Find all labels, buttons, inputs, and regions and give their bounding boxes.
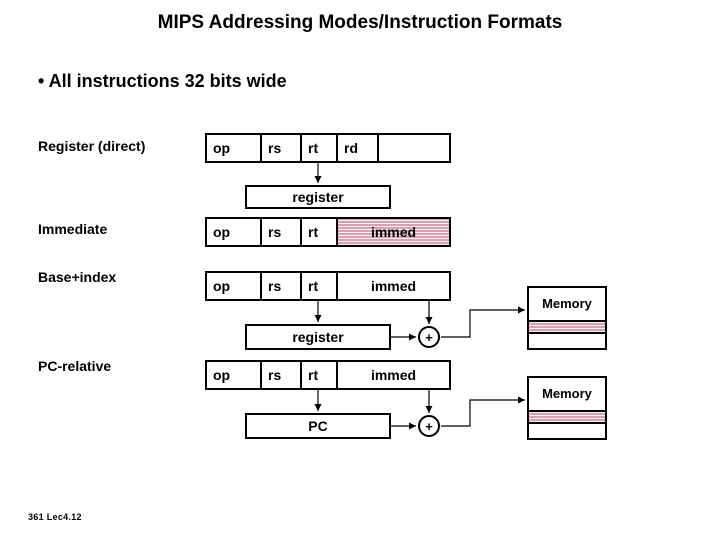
row-label-pc-relative: PC-relative	[38, 358, 112, 374]
annotation-register-2: register	[245, 324, 391, 350]
memory-label-2: Memory	[542, 386, 592, 401]
field-rs: rs	[262, 219, 302, 245]
row-label-register-direct: Register (direct)	[38, 138, 146, 154]
memory-label-1: Memory	[542, 296, 592, 311]
field-rs: rs	[262, 273, 302, 299]
field-blank	[379, 135, 449, 161]
memory-pad-1	[529, 334, 605, 348]
field-rs: rs	[262, 362, 302, 388]
field-rt: rt	[302, 273, 338, 299]
instruction-format-register-direct: op rs rt rd	[205, 133, 451, 163]
memory-block-2: Memory	[527, 376, 607, 440]
field-rt: rt	[302, 135, 338, 161]
instruction-format-base-index: op rs rt immed	[205, 271, 451, 301]
memory-pad-2	[529, 424, 605, 438]
adder-2: +	[418, 415, 440, 437]
field-rs: rs	[262, 135, 302, 161]
field-op: op	[207, 273, 262, 299]
annotation-pc: PC	[245, 413, 391, 439]
arrow-adder1-to-memory1	[441, 306, 525, 338]
arrow-adder2-to-memory2	[441, 396, 525, 427]
field-op: op	[207, 135, 262, 161]
field-immed: immed	[338, 219, 449, 245]
field-op: op	[207, 219, 262, 245]
row-label-immediate: Immediate	[38, 221, 108, 237]
adder-1: +	[418, 326, 440, 348]
memory-fill-2	[529, 410, 605, 424]
field-op: op	[207, 362, 262, 388]
field-immed: immed	[370, 278, 417, 294]
bullet-all-instructions: • All instructions 32 bits wide	[38, 71, 287, 91]
instruction-format-immediate: op rs rt immed	[205, 217, 451, 247]
field-rd: rd	[338, 135, 379, 161]
slide-footer: 361 Lec4.12	[28, 512, 82, 522]
field-rt: rt	[302, 362, 338, 388]
field-immed: immed	[370, 367, 417, 383]
row-label-base-index: Base+index	[38, 269, 117, 285]
memory-fill-1	[529, 320, 605, 334]
field-rt: rt	[302, 219, 338, 245]
annotation-register-1: register	[245, 185, 391, 209]
page-title: MIPS Addressing Modes/Instruction Format…	[157, 12, 563, 33]
memory-block-1: Memory	[527, 286, 607, 350]
instruction-format-pc-relative: op rs rt immed	[205, 360, 451, 390]
